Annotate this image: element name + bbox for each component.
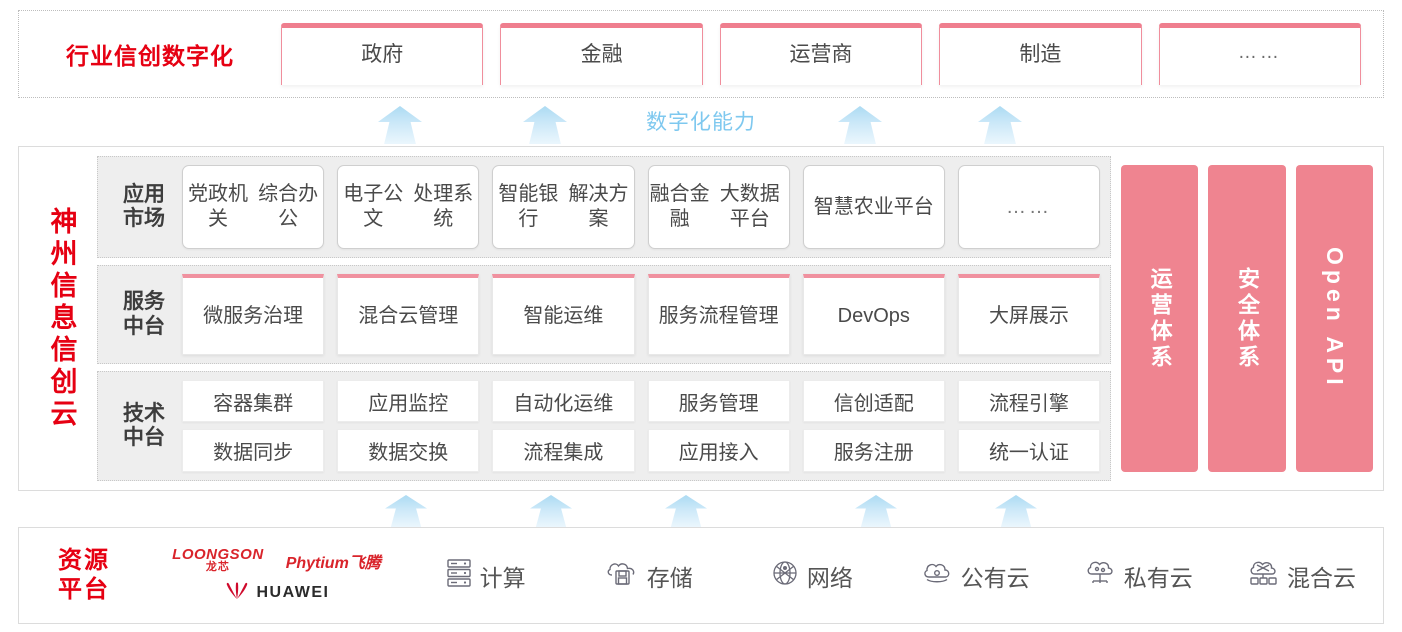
loongson-logo-cn: 龙芯 [205, 560, 230, 573]
industry-tab-list: 政府金融运营商制造 …… [281, 23, 1383, 85]
cloud-card-service-3[interactable]: 服务流程管理 [647, 274, 790, 355]
cloud-card-app-3[interactable]: 融合金融大数据平台 [647, 165, 790, 250]
up-arrow-icon-lower-1 [530, 495, 572, 527]
layer-label-line: 应用 [123, 183, 165, 207]
server-icon [446, 558, 472, 594]
cloud-card-service-5[interactable]: 大屏展示 [957, 274, 1101, 355]
industry-tab-3[interactable]: 制造 [939, 23, 1142, 85]
resource-item-2[interactable]: 网络 [730, 559, 893, 593]
resource-item-label: 私有云 [1123, 564, 1193, 591]
cloud-card-tech-0-4[interactable]: 信创适配 [802, 379, 945, 423]
up-arrow-icon-lower-3 [855, 495, 897, 527]
industry-tab-0[interactable]: 政府 [281, 23, 484, 85]
cloud-pillar-2[interactable]: Open API [1295, 165, 1373, 472]
cloud-storage-icon [605, 559, 639, 593]
resource-platform-box: 资源平台 LOONGSON 龙芯 Phytium飞腾 HUAWEI 计算存 [18, 527, 1384, 624]
cloud-layer-tech: 技术中台容器集群应用监控自动化运维服务管理信创适配流程引擎数据同步数据交换流程集… [97, 370, 1111, 481]
digital-capability-label: 数字化能力 [646, 111, 756, 134]
resource-uplink-gap [0, 491, 1402, 527]
resource-item-5[interactable]: 混合云 [1220, 559, 1383, 593]
loongson-logo: LOONGSON 龙芯 [172, 547, 264, 573]
industry-tab-2[interactable]: 运营商 [719, 23, 923, 85]
cloud-card-service-2[interactable]: 智能运维 [492, 274, 635, 355]
cloud-card-app-5[interactable]: …… [957, 165, 1101, 250]
network-globe-icon [771, 559, 799, 593]
cloud-card-app-4[interactable]: 智慧农业平台 [802, 165, 945, 250]
cloud-platform-box: 神州信息信创云 应用市场党政机关综合办公电子公文处理系统智能银行解决方案融合金融… [18, 146, 1384, 491]
resource-item-label: 网络 [806, 564, 853, 591]
cloud-layer-app: 应用市场党政机关综合办公电子公文处理系统智能银行解决方案融合金融大数据平台智慧农… [97, 156, 1111, 259]
cloud-card-group-tech: 容器集群应用监控自动化运维服务管理信创适配流程引擎数据同步数据交换流程集成应用接… [182, 379, 1101, 473]
cloud-card-app-0[interactable]: 党政机关综合办公 [182, 165, 325, 250]
vendor-logo-group: LOONGSON 龙芯 Phytium飞腾 HUAWEI [149, 547, 404, 605]
cloud-layer-label-app: 应用市场 [106, 183, 182, 231]
cloud-card-tech-0-1[interactable]: 应用监控 [337, 379, 480, 423]
cloud-vertical-title: 神州信息信创云 [46, 206, 77, 431]
cloud-pillar-0[interactable]: 运营体系 [1121, 165, 1199, 472]
resource-title-line: 资源 [58, 546, 110, 574]
resource-item-1[interactable]: 存储 [567, 559, 730, 593]
resource-item-label: 公有云 [960, 564, 1030, 591]
layer-label-line: 市场 [123, 207, 165, 231]
cloud-card-tech-0-2[interactable]: 自动化运维 [492, 379, 635, 423]
up-arrow-icon-lower-0 [385, 495, 427, 527]
industry-band-title: 行业信创数字化 [66, 43, 234, 69]
cloud-card-tech-0-5[interactable]: 流程引擎 [957, 379, 1101, 423]
cloud-layer-label-service: 服务中台 [106, 290, 182, 338]
cloud-card-group-app: 党政机关综合办公电子公文处理系统智能银行解决方案融合金融大数据平台智慧农业平台…… [182, 165, 1101, 250]
layer-label-line: 服务 [123, 290, 165, 314]
hybrid-cloud-icon [1247, 559, 1279, 593]
industry-tab-1[interactable]: 金融 [500, 23, 703, 85]
industry-band: 行业信创数字化 政府金融运营商制造 …… [18, 10, 1384, 98]
layer-label-line: 中台 [123, 425, 165, 449]
huawei-logo: HUAWEI [224, 582, 330, 605]
layer-label-line: 技术 [123, 401, 165, 425]
layer-label-line: 中台 [123, 314, 165, 338]
phytium-logo: Phytium飞腾 [285, 554, 381, 572]
cloud-card-tech-1-5[interactable]: 统一认证 [957, 429, 1101, 473]
industry-tab-4[interactable]: …… [1158, 23, 1362, 85]
resource-item-list: 计算 存储 网络 公有云 私有云 混合云 [404, 558, 1383, 594]
resource-item-4[interactable]: 私有云 [1057, 559, 1220, 593]
resource-item-label: 计算 [479, 564, 526, 591]
private-cloud-icon [1084, 559, 1116, 593]
resource-platform-title: 资源平台 [19, 547, 149, 605]
cloud-card-tech-1-1[interactable]: 数据交换 [337, 429, 480, 473]
cloud-layer-list: 应用市场党政机关综合办公电子公文处理系统智能银行解决方案融合金融大数据平台智慧农… [97, 156, 1111, 481]
cloud-card-app-2[interactable]: 智能银行解决方案 [492, 165, 635, 250]
huawei-logo-text: HUAWEI [256, 584, 330, 601]
cloud-layer-label-tech: 技术中台 [106, 402, 182, 450]
cloud-card-tech-1-4[interactable]: 服务注册 [802, 429, 945, 473]
cloud-card-tech-0-3[interactable]: 服务管理 [647, 379, 790, 423]
cloud-card-tech-1-3[interactable]: 应用接入 [647, 429, 790, 473]
cloud-card-tech-0-0[interactable]: 容器集群 [182, 379, 325, 423]
huawei-petal-icon [224, 582, 250, 605]
digital-capability-gap: 数字化能力 [0, 100, 1402, 144]
cloud-card-service-1[interactable]: 混合云管理 [337, 274, 480, 355]
resource-title-line: 平台 [58, 575, 110, 603]
resource-item-0[interactable]: 计算 [404, 558, 567, 594]
public-cloud-icon [921, 560, 953, 592]
cloud-card-service-0[interactable]: 微服务治理 [182, 274, 325, 355]
up-arrow-icon-lower-4 [995, 495, 1037, 527]
cloud-card-service-4[interactable]: DevOps [802, 274, 945, 355]
cloud-card-row: 容器集群应用监控自动化运维服务管理信创适配流程引擎 [182, 379, 1101, 423]
cloud-card-row: 数据同步数据交换流程集成应用接入服务注册统一认证 [182, 429, 1101, 473]
resource-item-3[interactable]: 公有云 [894, 559, 1057, 593]
cloud-card-app-1[interactable]: 电子公文处理系统 [337, 165, 480, 250]
cloud-card-tech-1-0[interactable]: 数据同步 [182, 429, 325, 473]
cloud-card-tech-1-2[interactable]: 流程集成 [492, 429, 635, 473]
resource-item-label: 存储 [646, 564, 693, 591]
up-arrow-icon-lower-2 [665, 495, 707, 527]
resource-item-label: 混合云 [1286, 564, 1356, 591]
loongson-logo-en: LOONGSON [172, 545, 264, 563]
cloud-pillar-1[interactable]: 安全体系 [1208, 165, 1286, 472]
